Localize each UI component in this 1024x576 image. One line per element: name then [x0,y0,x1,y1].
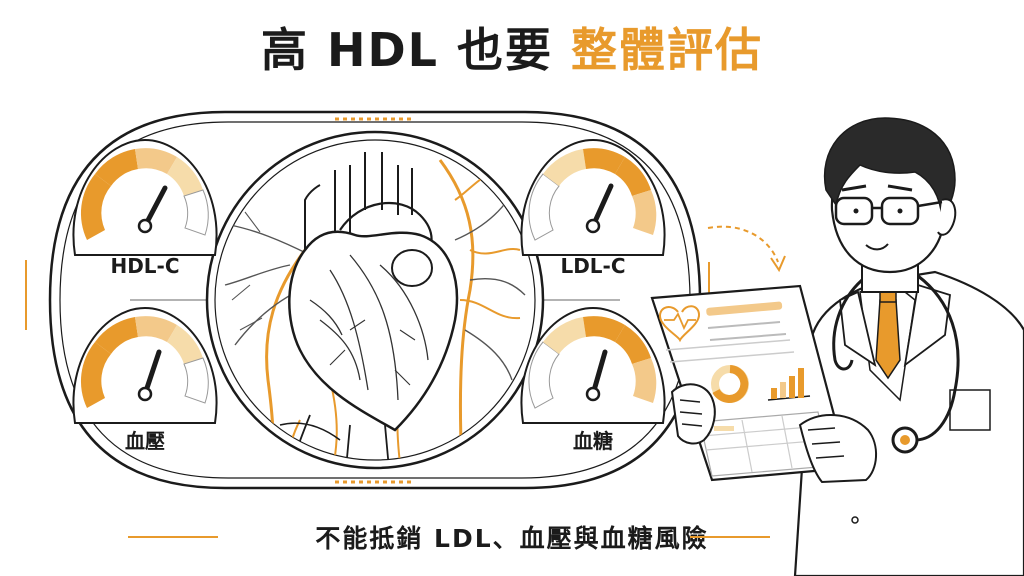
title-accent: 整體評估 [571,23,764,77]
doctor-illustration [793,117,1024,576]
heart-panel [205,130,545,470]
gauge-hdl [72,138,218,256]
doctor-hands [670,383,877,484]
subtitle-line-right [690,536,770,538]
gauge-label-glucose: 血糖 [573,429,613,453]
title-main: 高 HDL 也要 [260,23,553,77]
gauge-ldl [520,138,666,256]
gauge-label-ldl: LDL-C [560,254,626,278]
page-title: 高 HDL 也要 整體評估 [0,14,1024,80]
page-subtitle: 不能抵銷 LDL、血壓與血糖風險 [315,524,709,553]
subtitle-line-left [128,536,218,538]
heart-illustration [224,152,526,460]
dashed-arrow-icon [707,225,786,273]
heartbeat-icon [658,305,700,343]
gauge-glucose [520,306,666,424]
donut-chart-icon [711,365,749,403]
bar-chart-icon [767,368,811,401]
gauge-label-bp: 血壓 [125,429,165,453]
gauge-bp [72,306,218,424]
gauge-label-hdl: HDL-C [110,254,180,278]
